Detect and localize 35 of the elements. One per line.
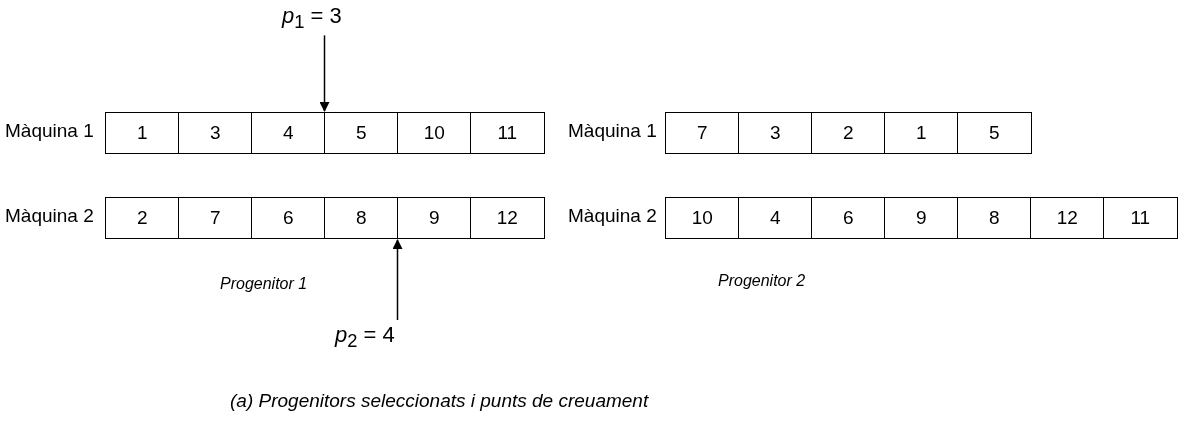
arrow bbox=[319, 34, 330, 112]
parent-caption: Progenitor 1 bbox=[220, 275, 308, 293]
array-cell: 8 bbox=[324, 197, 399, 239]
array-cell: 2 bbox=[811, 112, 886, 154]
array-cell: 9 bbox=[397, 197, 472, 239]
array-cell: 10 bbox=[665, 197, 740, 239]
array-cell: 4 bbox=[251, 112, 326, 154]
array-cell: 8 bbox=[957, 197, 1032, 239]
array-cell: 3 bbox=[178, 112, 253, 154]
array-cell: 11 bbox=[1103, 197, 1178, 239]
array-cell: 5 bbox=[324, 112, 399, 154]
figure-caption: (a) Progenitors seleccionats i punts de creuament bbox=[230, 390, 649, 412]
array-cell: 4 bbox=[738, 197, 813, 239]
row-label: Màquina 2 bbox=[568, 205, 657, 227]
array-cell: 11 bbox=[470, 112, 545, 154]
array-cell: 5 bbox=[957, 112, 1032, 154]
array-cell: 1 bbox=[105, 112, 180, 154]
cut-point-label: p$_{2}$ = 4 bbox=[335, 322, 395, 353]
array-cell: 12 bbox=[1030, 197, 1105, 239]
row-label: Màquina 2 bbox=[5, 205, 94, 227]
array-cell: 1 bbox=[884, 112, 959, 154]
row-label: Màquina 1 bbox=[568, 120, 657, 142]
array-cell: 6 bbox=[251, 197, 326, 239]
array-cell: 12 bbox=[470, 197, 545, 239]
array-cell: 6 bbox=[811, 197, 886, 239]
array-cell: 2 bbox=[105, 197, 180, 239]
array-cell: 7 bbox=[178, 197, 253, 239]
parent-caption: Progenitor 2 bbox=[718, 272, 806, 290]
array-cell: 10 bbox=[397, 112, 472, 154]
array-cell: 9 bbox=[884, 197, 959, 239]
array-cell: 3 bbox=[738, 112, 813, 154]
arrow bbox=[392, 239, 403, 321]
array-cell: 7 bbox=[665, 112, 740, 154]
row-label: Màquina 1 bbox=[5, 120, 94, 142]
cut-point-label: p$_{1}$ = 3 bbox=[282, 3, 342, 34]
